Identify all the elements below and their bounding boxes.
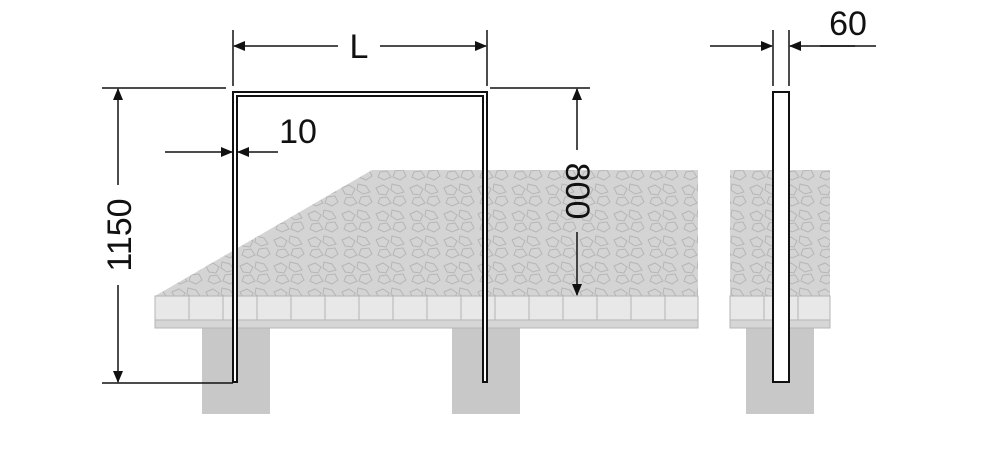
- side-width-label: 60: [829, 5, 867, 43]
- thickness-label: 10: [279, 113, 317, 151]
- width-label: L: [350, 28, 369, 66]
- height-label: 1150: [101, 198, 139, 271]
- paving-surface: [155, 170, 698, 296]
- above-ground-label: 800: [558, 163, 596, 220]
- curb-stones: [154, 295, 699, 321]
- side-view: [729, 91, 831, 414]
- curb-base: [154, 319, 699, 329]
- front-view: [154, 91, 699, 414]
- u-bar-barrier: [232, 91, 488, 383]
- side-post: [772, 91, 790, 383]
- dimension-lines: [102, 30, 876, 384]
